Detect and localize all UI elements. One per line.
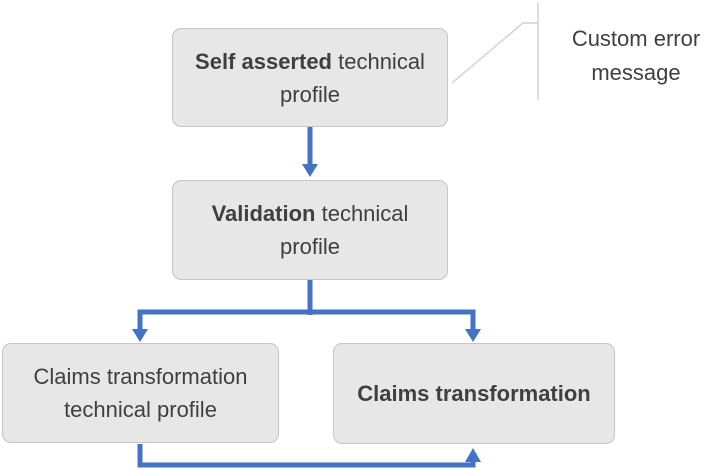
arrowhead-down-validation: [302, 164, 318, 177]
arrowhead-up-claims-transformation: [465, 448, 481, 462]
box-label: Claims transformation technical profile: [33, 364, 248, 422]
branch-validation-to-children: [137, 280, 476, 330]
custom-error-message-label: Custom error message: [571, 26, 701, 85]
box-label: Claims transformation: [357, 381, 591, 406]
claims-transformation-technical-profile-box: Claims transformation technical profile: [2, 343, 279, 443]
callout-leader-line: [451, 22, 538, 84]
arrowhead-down-claims-transformation: [465, 329, 481, 342]
connector-claims-tp-to-claims-transformation: [137, 444, 476, 468]
self-asserted-technical-profile-box: Self asserted technical profile: [172, 28, 448, 127]
validation-technical-profile-box: Validation technical profile: [172, 180, 448, 280]
box-label: Self asserted technical profile: [195, 48, 425, 107]
box-label: Validation technical profile: [211, 201, 409, 259]
arrowhead-down-claims-tp: [132, 329, 148, 342]
claims-transformation-box: Claims transformation: [333, 343, 615, 444]
